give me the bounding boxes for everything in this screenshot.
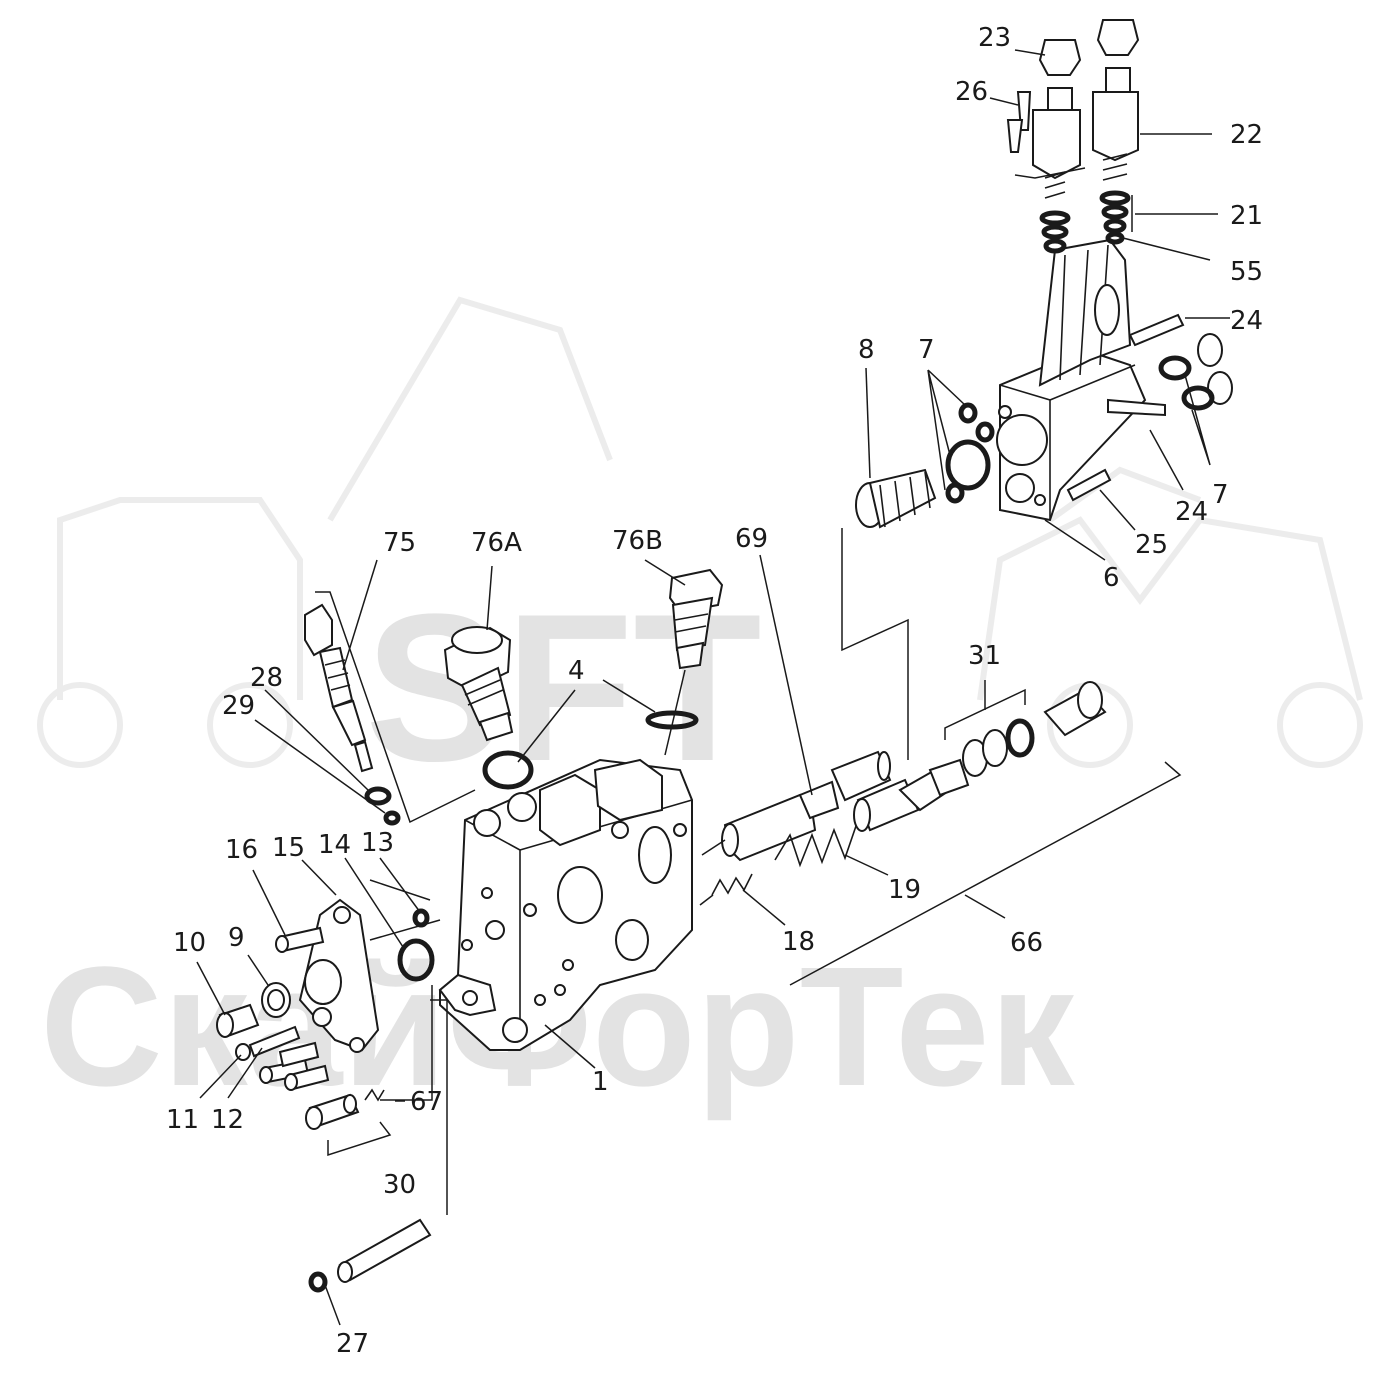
callout-19: 19 bbox=[888, 875, 921, 905]
solenoid-left bbox=[1032, 39, 1082, 254]
callout-8: 8 bbox=[858, 335, 875, 365]
callout-18: 18 bbox=[782, 927, 815, 957]
callout-6: 6 bbox=[1103, 563, 1120, 593]
callout-30: 30 bbox=[383, 1170, 416, 1200]
callout-10: 10 bbox=[173, 928, 206, 958]
callout-76a: 76A bbox=[471, 528, 522, 558]
callout-25: 25 bbox=[1135, 530, 1168, 560]
callout-75: 75 bbox=[383, 528, 416, 558]
callout-14: 14 bbox=[318, 830, 351, 860]
spring-18 bbox=[711, 873, 753, 896]
callout-12: 12 bbox=[211, 1105, 244, 1135]
callout-66: 66 bbox=[1010, 928, 1043, 958]
callout-13: 13 bbox=[361, 828, 394, 858]
ring-29 bbox=[364, 786, 392, 806]
callout-31: 31 bbox=[968, 641, 1001, 671]
bolt-30 bbox=[305, 1093, 360, 1130]
spool-69 bbox=[721, 750, 892, 862]
rings-7-left bbox=[945, 402, 995, 504]
callout-23: 23 bbox=[978, 23, 1011, 53]
callout-29: 29 bbox=[222, 691, 255, 721]
bolts-16 bbox=[259, 926, 330, 1091]
callout-7a: 7 bbox=[918, 335, 935, 365]
plug-76a bbox=[443, 626, 514, 742]
plugs-7-right bbox=[1158, 333, 1233, 411]
callout-15: 15 bbox=[272, 833, 305, 863]
callout-1: 1 bbox=[592, 1067, 609, 1097]
ring-28 bbox=[383, 810, 401, 826]
relief-valve-75 bbox=[304, 603, 374, 773]
plug-10 bbox=[216, 1003, 260, 1038]
callout-9: 9 bbox=[228, 923, 245, 953]
ring-13 bbox=[412, 908, 430, 928]
pin-27 bbox=[308, 1218, 432, 1293]
callout-26: 26 bbox=[955, 77, 988, 107]
leader-lines bbox=[196, 49, 1230, 1326]
callouts: 23 26 22 21 55 24 8 7 7 24 25 6 75 76A 7… bbox=[166, 23, 1263, 1359]
callout-24a: 24 bbox=[1230, 306, 1263, 336]
callout-55: 55 bbox=[1230, 257, 1263, 287]
ring-4a bbox=[482, 750, 534, 790]
spring-8 bbox=[855, 468, 937, 529]
kit-31 bbox=[898, 681, 1107, 812]
ring-14 bbox=[397, 938, 435, 982]
callout-16: 16 bbox=[225, 835, 258, 865]
callout-27: 27 bbox=[336, 1329, 369, 1359]
ring-9-inner bbox=[267, 989, 285, 1011]
callout-76b: 76B bbox=[612, 526, 663, 556]
valve-body bbox=[438, 758, 693, 1051]
bolts-24-25 bbox=[1066, 313, 1185, 502]
callout-24b: 24 bbox=[1175, 497, 1208, 527]
callout-21: 21 bbox=[1230, 201, 1263, 231]
plug-76b bbox=[668, 568, 724, 670]
callout-67: 67 bbox=[410, 1087, 443, 1117]
control-housing-6 bbox=[996, 238, 1147, 522]
callout-11: 11 bbox=[166, 1105, 199, 1135]
callout-4: 4 bbox=[568, 656, 585, 686]
screws-26 bbox=[1006, 91, 1032, 153]
callout-22: 22 bbox=[1230, 120, 1263, 150]
spring-67 bbox=[364, 1088, 385, 1102]
callout-7b: 7 bbox=[1212, 480, 1229, 510]
callout-69: 69 bbox=[735, 524, 768, 554]
callout-28: 28 bbox=[250, 663, 283, 693]
watermark-art bbox=[37, 296, 1363, 768]
solenoid-22 bbox=[1092, 19, 1140, 245]
